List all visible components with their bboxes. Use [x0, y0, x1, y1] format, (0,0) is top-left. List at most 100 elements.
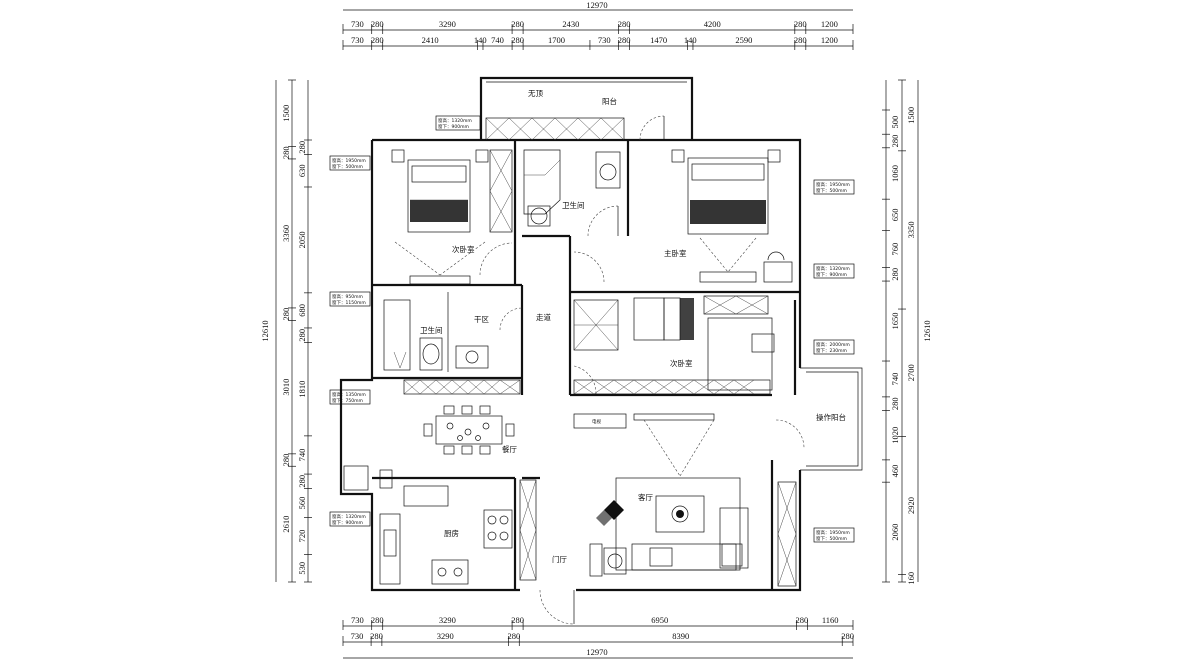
dim-label: 280 — [890, 135, 900, 148]
dim-label: 1500 — [281, 105, 291, 122]
dim-label: 720 — [297, 530, 307, 543]
dim-label: 280 — [281, 454, 291, 467]
service-balcony — [775, 419, 805, 587]
svg-text:窗下：1150mm: 窗下：1150mm — [332, 299, 366, 306]
dim-label: 280 — [371, 19, 384, 29]
dim-label: 3010 — [281, 379, 291, 396]
svg-text:窗下：900mm: 窗下：900mm — [816, 271, 847, 278]
svg-text:窗高：1320mm: 窗高：1320mm — [438, 117, 472, 124]
dim-label: 280 — [281, 308, 291, 321]
svg-text:窗下：900mm: 窗下：900mm — [332, 519, 363, 526]
dim-label: 460 — [890, 465, 900, 478]
dim-label: 1650 — [890, 313, 900, 330]
window-tag: 窗高：1320mm 窗下：900mm — [329, 511, 371, 527]
dim-label: 280 — [508, 631, 521, 641]
dim-label: 2610 — [281, 516, 291, 533]
dim-label: 3350 — [906, 221, 916, 238]
dim-label: 730 — [351, 615, 364, 625]
dim-label: 730 — [351, 19, 364, 29]
room-labels: 无顶 阳台 卫生间 次卧室 主卧室 卫生间 干区 走道 次卧室 餐厅 操作阳台 … — [420, 89, 846, 564]
dim-label: 280 — [371, 615, 384, 625]
dim-label: 6950 — [651, 615, 668, 625]
dim-label: 2050 — [297, 231, 307, 248]
label-foyer: 门厅 — [552, 555, 567, 564]
bath-left — [383, 292, 523, 395]
dim-label: 630 — [297, 164, 307, 177]
dim-label: 500 — [890, 116, 900, 129]
dim-label: 650 — [890, 209, 900, 222]
dim-label: 280 — [511, 35, 524, 45]
label-dry-zone: 干区 — [474, 315, 489, 324]
dim-label: 280 — [511, 19, 524, 29]
dim-label: 280 — [890, 268, 900, 281]
bedroom-2b — [573, 295, 775, 395]
dim-label: 680 — [297, 304, 307, 317]
kitchen — [343, 465, 537, 585]
dim-label: 140 — [474, 35, 487, 45]
window-tag: 窗高：1950mm 窗下：500mm — [813, 179, 855, 195]
dim-label: 2920 — [906, 497, 916, 514]
dim-label: 280 — [297, 329, 307, 342]
top-total-dim: 12970 — [586, 0, 607, 10]
svg-text:窗高：1950mm: 窗高：1950mm — [816, 529, 850, 536]
entry-door — [539, 589, 575, 625]
svg-text:窗下：750mm: 窗下：750mm — [332, 397, 363, 404]
window-tag: 窗高：1950mm 窗下：500mm — [329, 155, 371, 171]
dim-label: 280 — [794, 19, 807, 29]
svg-text:窗下：500mm: 窗下：500mm — [332, 163, 363, 170]
label-tv: 电视 — [592, 418, 601, 425]
dim-label: 730 — [351, 631, 364, 641]
dim-label: 1060 — [890, 165, 900, 182]
window-tag: 窗高：1320mm 窗下：900mm — [435, 115, 481, 131]
svg-text:窗高：1320mm: 窗高：1320mm — [332, 513, 366, 520]
dim-label: 2430 — [562, 19, 579, 29]
dim-label: 1200 — [821, 19, 838, 29]
dim-label: 280 — [841, 631, 854, 641]
window-tag: 窗高：1320mm 窗下：900mm — [813, 263, 855, 279]
dim-label: 2700 — [906, 364, 916, 381]
dim-label: 2590 — [735, 35, 752, 45]
dim-label: 160 — [906, 572, 916, 585]
dim-label: 280 — [618, 19, 631, 29]
dim-label: 1200 — [821, 35, 838, 45]
dim-label: 280 — [297, 475, 307, 488]
dim-label: 1810 — [297, 381, 307, 398]
label-bath-left: 卫生间 — [420, 325, 443, 335]
svg-text:窗下：500mm: 窗下：500mm — [816, 535, 847, 542]
bottom-total-dim: 12970 — [586, 647, 607, 657]
balcony-storage — [485, 115, 665, 141]
window-tag: 窗高：2000mm 窗下：230mm — [813, 339, 855, 355]
dim-label: 1020 — [890, 427, 900, 444]
label-kitchen: 厨房 — [444, 528, 459, 538]
label-master-bedroom: 主卧室 — [664, 248, 687, 258]
dim-label: 280 — [890, 397, 900, 410]
dim-label: 280 — [281, 146, 291, 159]
living — [589, 419, 749, 577]
dim-label: 730 — [351, 35, 364, 45]
label-bedroom-2b: 次卧室 — [670, 358, 693, 368]
window-tags: 窗高：1320mm 窗下：900mm 窗高：1950mm 窗下：500mm 窗高… — [329, 115, 855, 543]
dim-label: 280 — [297, 141, 307, 154]
dim-label: 280 — [796, 615, 809, 625]
window-tag: 窗高：950mm 窗下：1150mm — [329, 291, 371, 307]
dim-label: 280 — [794, 35, 807, 45]
dim-label: 280 — [511, 615, 524, 625]
dim-label: 1470 — [650, 35, 667, 45]
dim-label: 1700 — [548, 35, 565, 45]
dim-label: 2410 — [422, 35, 439, 45]
dim-label: 280 — [618, 35, 631, 45]
right-total-dim: 12610 — [922, 320, 932, 341]
dim-label: 1500 — [906, 107, 916, 124]
dim-label: 560 — [297, 497, 307, 510]
svg-text:窗高：1950mm: 窗高：1950mm — [816, 181, 850, 188]
label-dining: 餐厅 — [502, 445, 517, 454]
label-bath-top: 卫生间 — [562, 200, 585, 210]
dim-label: 3290 — [439, 19, 456, 29]
dining — [423, 405, 715, 455]
dim-label: 8390 — [672, 631, 689, 641]
left-total-dim: 12610 — [260, 320, 270, 341]
dim-label: 740 — [491, 35, 504, 45]
window-tag: 窗高：1350mm 窗下：750mm — [329, 389, 371, 405]
